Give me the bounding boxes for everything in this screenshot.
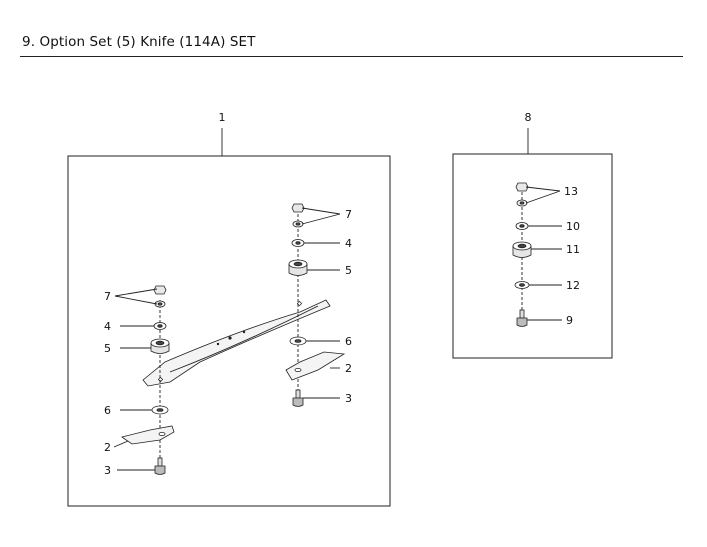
washer-icon — [515, 222, 529, 230]
callout-label: 4 — [104, 320, 111, 333]
callout-label: 9 — [566, 314, 573, 327]
nut-icon — [153, 285, 167, 308]
washer-icon — [514, 281, 530, 289]
callout-label: 11 — [566, 243, 580, 256]
callout-label: 4 — [345, 237, 352, 250]
callout-label: 12 — [566, 279, 580, 292]
callout-label: 3 — [104, 464, 111, 477]
right-box-callouts: 13 10 11 12 9 — [525, 185, 580, 327]
callout-label: 7 — [104, 290, 111, 303]
callout-label: 6 — [104, 404, 111, 417]
callout-label: 2 — [104, 441, 111, 454]
bolt-icon — [292, 389, 304, 407]
assembly-1-frame — [67, 155, 391, 507]
left-stack — [121, 285, 175, 475]
callout-label: 10 — [566, 220, 580, 233]
nut-icon — [291, 203, 305, 228]
bolt-icon — [516, 309, 528, 327]
assembly-8-frame — [452, 153, 613, 359]
washer-icon — [291, 239, 305, 247]
bolt-icon — [154, 457, 166, 475]
nut-icon — [515, 182, 529, 207]
assembly-8-label: 8 — [525, 111, 532, 124]
callout-label: 6 — [345, 335, 352, 348]
callout-label: 5 — [345, 264, 352, 277]
blade-bar — [142, 299, 331, 387]
callout-label: 5 — [104, 342, 111, 355]
assembly-8: 8 13 10 — [452, 111, 613, 359]
callout-label: 13 — [564, 185, 578, 198]
bushing-icon — [150, 338, 170, 354]
assembly-1-label: 1 — [219, 111, 226, 124]
knife-blade-icon — [121, 425, 175, 445]
right-stack — [285, 203, 346, 407]
callout-label: 7 — [345, 208, 352, 221]
assembly-1: 1 — [67, 111, 391, 507]
page-title: 9. Option Set (5) Knife (114A) SET — [22, 34, 256, 50]
washer-icon — [289, 336, 307, 346]
callout-label: 3 — [345, 392, 352, 405]
bushing-icon — [288, 259, 308, 276]
title-rule — [20, 56, 683, 57]
washer-icon — [153, 322, 167, 330]
callout-label: 2 — [345, 362, 352, 375]
knife-blade-icon — [285, 351, 346, 381]
bushing-icon — [512, 241, 532, 258]
left-callouts: 7 4 5 6 2 3 — [104, 288, 158, 477]
right-callouts: 7 4 5 6 2 3 — [301, 207, 352, 405]
washer-icon — [151, 405, 169, 415]
